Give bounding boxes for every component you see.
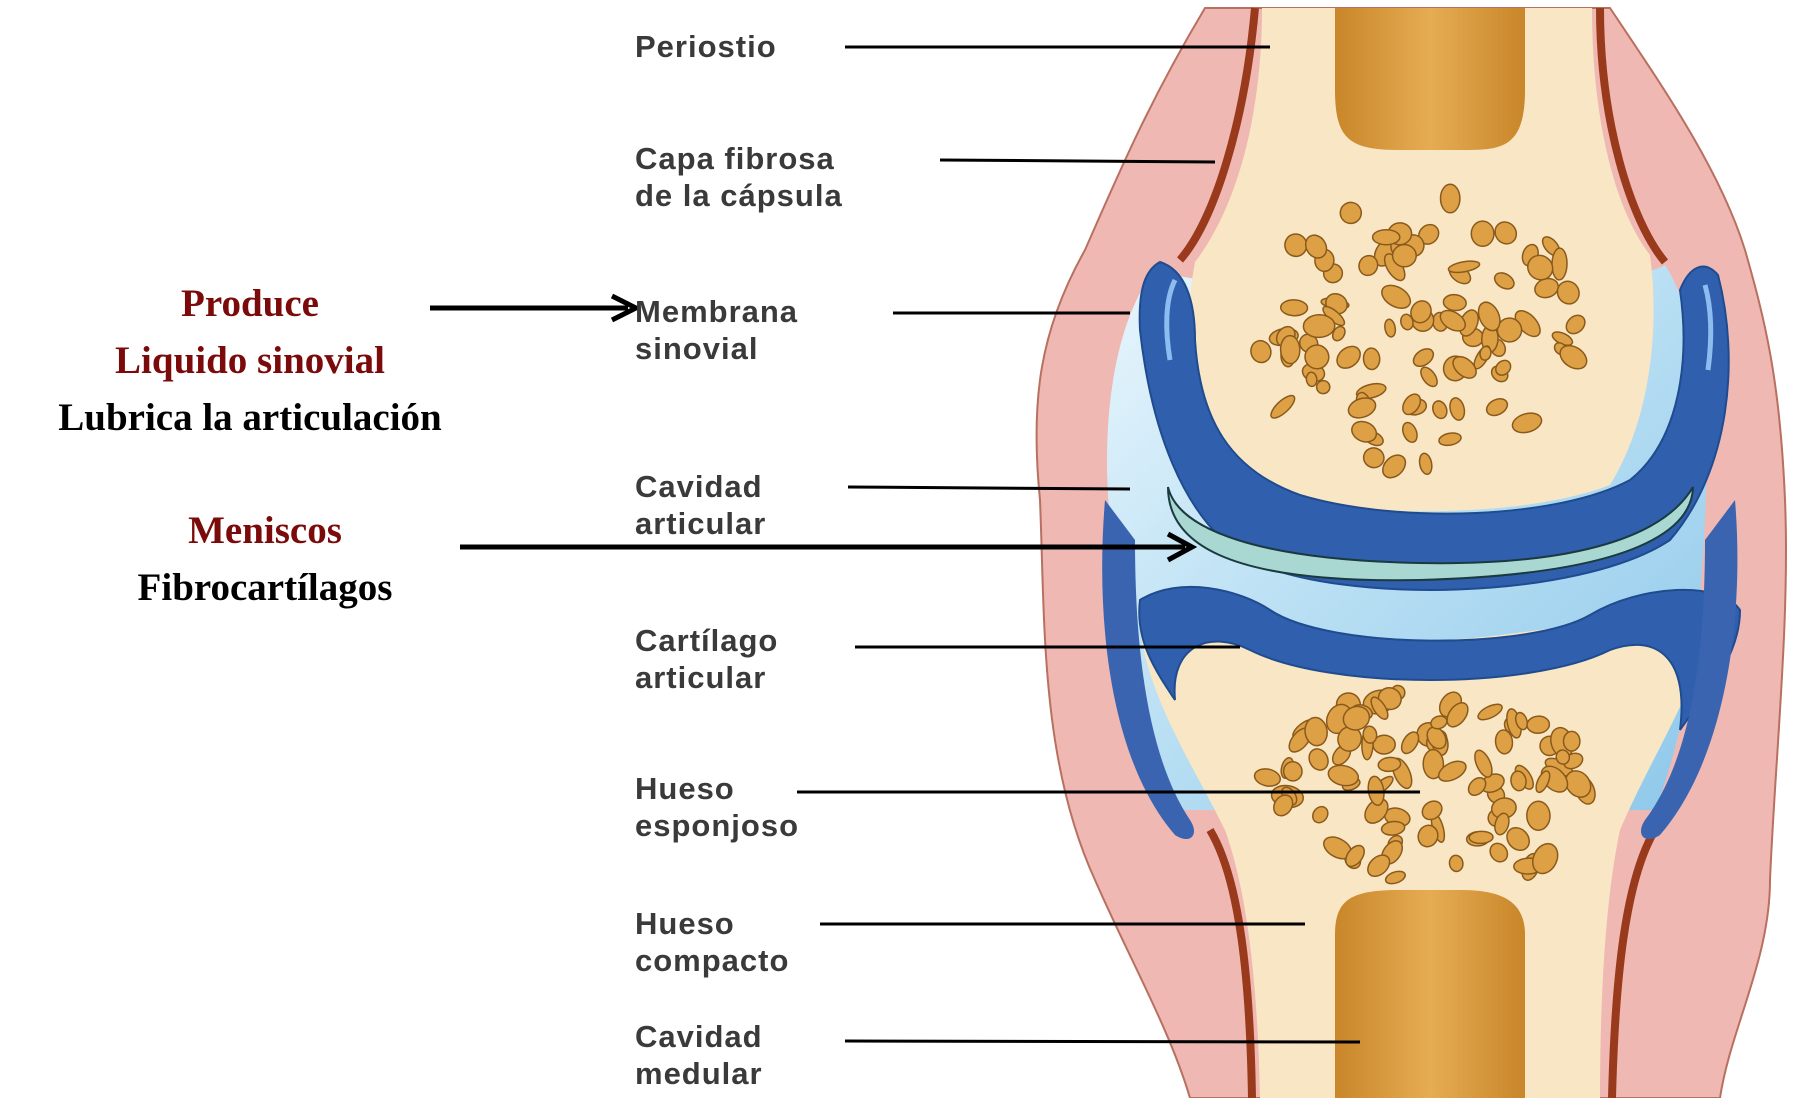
- leader-cavidad-medular: [845, 1041, 1360, 1042]
- trabecula: [1469, 831, 1493, 844]
- label-membrana-sinovial: Membrana sinovial: [635, 293, 798, 367]
- trabecula: [1363, 348, 1380, 370]
- trabecula: [1280, 335, 1300, 364]
- lower-marrow-cavity: [1335, 890, 1525, 1098]
- trabecula: [1471, 221, 1494, 247]
- label-periostio: Periostio: [635, 28, 777, 65]
- label-cartilago-articular: Cartílago articular: [635, 622, 778, 696]
- label-capa-fibrosa: Capa fibrosa de la cápsula: [635, 140, 843, 214]
- trabecula: [1283, 761, 1303, 781]
- trabecula: [1526, 715, 1550, 734]
- label-hueso-compacto: Hueso compacto: [635, 905, 789, 979]
- trabecula: [1280, 299, 1307, 316]
- leader-capa-fibrosa: [940, 160, 1215, 162]
- note-fibrocartilagos: Fibrocartílagos: [15, 559, 515, 616]
- trabecula: [1552, 248, 1568, 280]
- trabecula: [1303, 314, 1335, 338]
- trabecula: [1392, 244, 1416, 267]
- trabecula: [1527, 801, 1551, 830]
- leader-cavidad-articular: [848, 487, 1130, 489]
- trabecula: [1316, 380, 1330, 394]
- meniscus-note: Meniscos Fibrocartílagos: [15, 502, 515, 616]
- label-cavidad-medular: Cavidad medular: [635, 1018, 763, 1092]
- note-lubrica: Lubrica la articulación: [0, 389, 500, 446]
- trabecula: [1441, 184, 1460, 213]
- label-cavidad-articular: Cavidad articular: [635, 468, 766, 542]
- note-produce: Produce: [0, 275, 500, 332]
- note-meniscos: Meniscos: [15, 502, 515, 559]
- membrane-note: Produce Liquido sinovial Lubrica la arti…: [0, 275, 500, 446]
- trabecula: [1563, 731, 1579, 751]
- trabecula: [1306, 372, 1318, 387]
- note-liquido-sinovial: Liquido sinovial: [0, 332, 500, 389]
- upper-marrow-cavity: [1335, 8, 1525, 150]
- trabecula: [1373, 230, 1400, 245]
- label-hueso-esponjoso: Hueso esponjoso: [635, 770, 799, 844]
